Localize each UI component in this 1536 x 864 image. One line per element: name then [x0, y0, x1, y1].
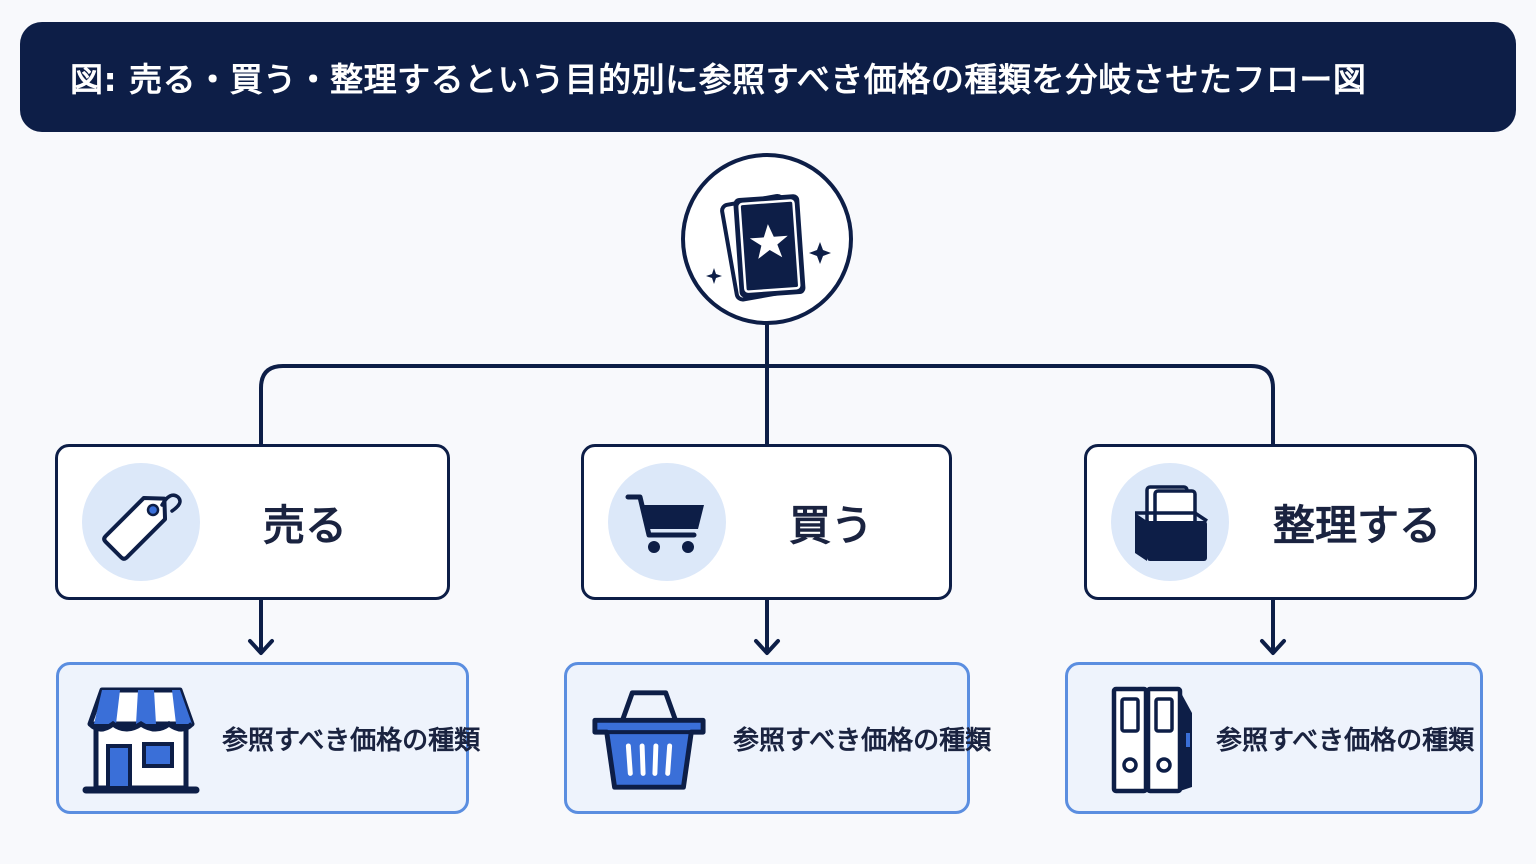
reference-box-organize: 参照すべき価格の種類 [1065, 662, 1483, 814]
purpose-label-organize: 整理する [1273, 500, 1442, 550]
price-tag-icon-circle [82, 463, 200, 581]
shopping-cart-icon-circle [608, 463, 726, 581]
purpose-box-buy: 買う [581, 444, 952, 600]
reference-label-organize: 参照すべき価格の種類 [1216, 725, 1475, 756]
shopping-basket-icon-wrap [589, 683, 709, 797]
purpose-label-sell: 売る [263, 500, 348, 550]
arrow-left [248, 598, 274, 655]
branch-line-left [259, 364, 769, 446]
shopping-basket-icon [592, 690, 706, 790]
purpose-box-sell: 売る [55, 444, 450, 600]
reference-label-sell: 参照すべき価格の種類 [222, 725, 481, 756]
trading-cards-icon [706, 194, 831, 302]
storefront-icon-wrap [81, 683, 201, 797]
binders-icon [1111, 686, 1192, 794]
reference-label-buy: 参照すべき価格の種類 [733, 725, 992, 756]
title-bar: 図: 売る・買う・整理するという目的別に参照すべき価格の種類を分岐させたフロー図 [20, 22, 1516, 132]
reference-box-buy: 参照すべき価格の種類 [564, 662, 991, 814]
binders-icon-wrap [1090, 683, 1210, 797]
arrow-center [754, 598, 780, 655]
branch-line-right [765, 364, 1275, 446]
shopping-cart-icon [625, 494, 704, 553]
arrow-right [1260, 598, 1286, 655]
purpose-label-buy: 買う [789, 500, 874, 550]
purpose-box-organize: 整理する [1084, 444, 1477, 600]
file-box-icon-circle [1111, 463, 1229, 581]
file-box-icon [1135, 485, 1208, 561]
storefront-icon [82, 687, 200, 794]
reference-box-sell: 参照すべき価格の種類 [56, 662, 480, 814]
diagram-title: 図: 売る・買う・整理するという目的別に参照すべき価格の種類を分岐させたフロー図 [70, 60, 1367, 99]
price-tag-icon [102, 493, 182, 561]
root-node [681, 153, 853, 325]
